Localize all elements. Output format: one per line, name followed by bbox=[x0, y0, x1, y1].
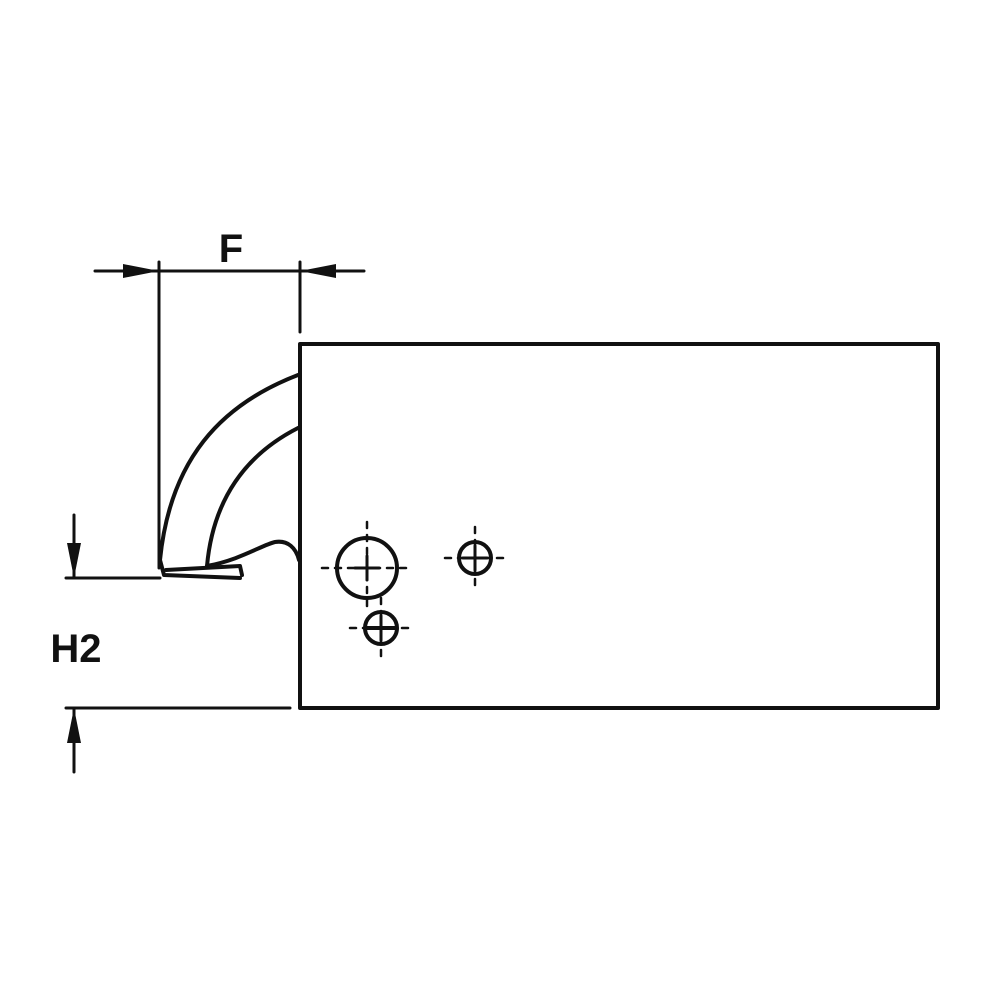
dimension-h2: H2 bbox=[50, 513, 292, 774]
hook-outer-curve bbox=[158, 373, 300, 562]
mounting-hole-small-lower bbox=[348, 596, 415, 662]
f-arrow-left bbox=[123, 264, 159, 278]
hook-inner-notch bbox=[205, 539, 301, 568]
h2-label: H2 bbox=[50, 627, 101, 671]
hook-tip-left bbox=[158, 558, 242, 580]
dimension-f: F bbox=[93, 227, 366, 570]
h2-arrow-bottom bbox=[67, 708, 81, 743]
f-arrow-right bbox=[300, 264, 336, 278]
hook-inner-curve bbox=[205, 426, 300, 568]
mounting-hole-large bbox=[320, 520, 414, 614]
hook-profile bbox=[158, 373, 301, 580]
hook-tip-shoe bbox=[164, 564, 244, 577]
f-label: F bbox=[219, 227, 243, 271]
body-block bbox=[298, 342, 940, 710]
mounting-hole-small-right bbox=[443, 525, 507, 592]
h2-arrow-top bbox=[67, 543, 81, 578]
